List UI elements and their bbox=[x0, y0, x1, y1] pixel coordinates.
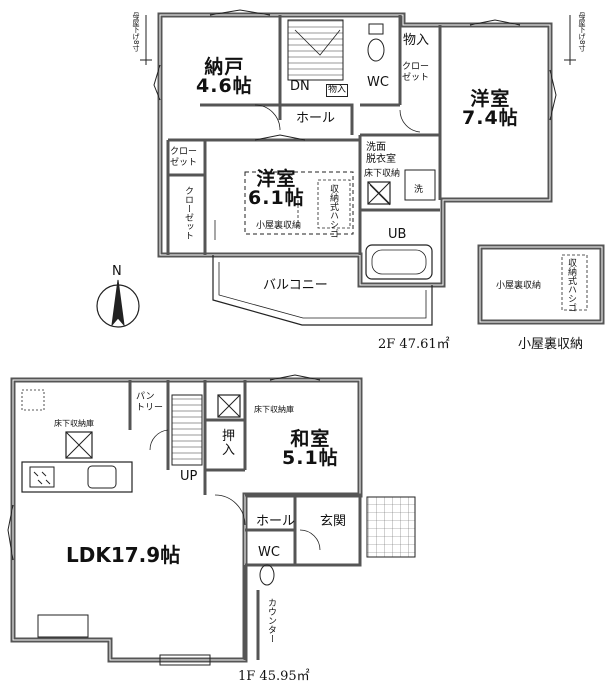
attic-caption: 小屋裏収納 bbox=[518, 337, 584, 352]
wc-2f-label: WC bbox=[367, 75, 389, 90]
attic-dashed-area bbox=[244, 171, 354, 235]
mobiki-left-label: 母屋下げ8寸 bbox=[132, 12, 140, 52]
sentaku-label: 洗 bbox=[414, 185, 424, 195]
entrance-porch bbox=[366, 496, 416, 558]
closet-left-b-label: クローゼット bbox=[183, 186, 193, 240]
sink bbox=[87, 465, 117, 489]
monoire-label: 物入 bbox=[403, 33, 430, 48]
dn-label: DN bbox=[290, 79, 310, 94]
floor-storage-washitsu bbox=[217, 394, 241, 418]
floor1-plan bbox=[7, 374, 416, 666]
balcony-label: バルコニー bbox=[263, 278, 328, 293]
floor2-plan bbox=[153, 9, 557, 326]
floor-storage-2f bbox=[367, 181, 391, 205]
attic-plan bbox=[477, 244, 605, 325]
nando-name: 納戸 bbox=[204, 56, 245, 78]
washer-space bbox=[404, 169, 436, 201]
pantry-label: パン トリー bbox=[136, 392, 164, 413]
hall-1f-label: ホール bbox=[256, 514, 296, 529]
washitsu-label: 和室 5.1帖 bbox=[282, 430, 339, 468]
washitsu-size: 5.1帖 bbox=[282, 447, 339, 469]
senmen-label: 洗面 脱衣室 bbox=[366, 142, 396, 165]
compass-north-label: N bbox=[112, 264, 122, 279]
toilet-2f bbox=[367, 38, 385, 62]
ub-label: UB bbox=[388, 227, 407, 242]
attic-hashigo-label: 収納式ハシゴ bbox=[566, 258, 576, 312]
closet-small-label: クロー ゼット bbox=[402, 62, 430, 83]
yoshitsu-right-name: 洋室 bbox=[470, 88, 511, 110]
kitchen-counter bbox=[21, 461, 133, 493]
balcony-outline bbox=[212, 255, 433, 326]
hashigo-2f-label: 収納式ハシゴ bbox=[328, 184, 338, 238]
compass bbox=[96, 279, 140, 328]
yoshitsu-center-size: 6.1帖 bbox=[248, 187, 305, 209]
koyaura-2f-label: 小屋裏収納 bbox=[256, 221, 302, 231]
yoshitsu-center-name: 洋室 bbox=[256, 168, 297, 190]
stove bbox=[29, 466, 55, 488]
hall-2f-label: ホール bbox=[296, 111, 336, 126]
bathtub bbox=[365, 244, 433, 280]
floor2-caption: 2F 47.61㎡ bbox=[378, 337, 450, 352]
oshiire-label: 押 入 bbox=[222, 429, 236, 459]
counter-label: カウンター bbox=[266, 598, 276, 643]
up-label: UP bbox=[180, 469, 198, 484]
stairs-1f bbox=[171, 394, 203, 466]
yoshitsu-right-size: 7.4帖 bbox=[462, 107, 519, 129]
washitsu-name: 和室 bbox=[290, 428, 331, 450]
nando-room-label: 納戸 4.6帖 bbox=[196, 58, 253, 96]
floor1-caption: 1F 45.95㎡ bbox=[238, 669, 310, 684]
genkan-label: 玄関 bbox=[320, 514, 347, 529]
monoire-small-label: 物入 bbox=[326, 84, 349, 97]
mobiki-right-label: 母屋下げ8寸 bbox=[578, 12, 586, 52]
yukashita-ldk-label: 床下収納庫 bbox=[54, 419, 94, 428]
closet-left-a-label: クロー ゼット bbox=[170, 147, 198, 168]
yoshitsu-center-label: 洋室 6.1帖 bbox=[248, 170, 305, 208]
yukashita-wa-label: 床下収納庫 bbox=[254, 405, 294, 414]
floor-storage-ldk bbox=[65, 431, 93, 459]
attic-room-label: 小屋裏収納 bbox=[496, 281, 542, 291]
yukashita-2f-label: 床下収納 bbox=[364, 169, 401, 179]
toilet-1f bbox=[259, 564, 275, 586]
entrance-wall bbox=[245, 493, 362, 567]
ldk-label: LDK17.9帖 bbox=[66, 543, 181, 567]
yoshitsu-right-label: 洋室 7.4帖 bbox=[462, 90, 519, 128]
nando-size: 4.6帖 bbox=[196, 75, 253, 97]
wc-1f-label: WC bbox=[258, 545, 280, 560]
